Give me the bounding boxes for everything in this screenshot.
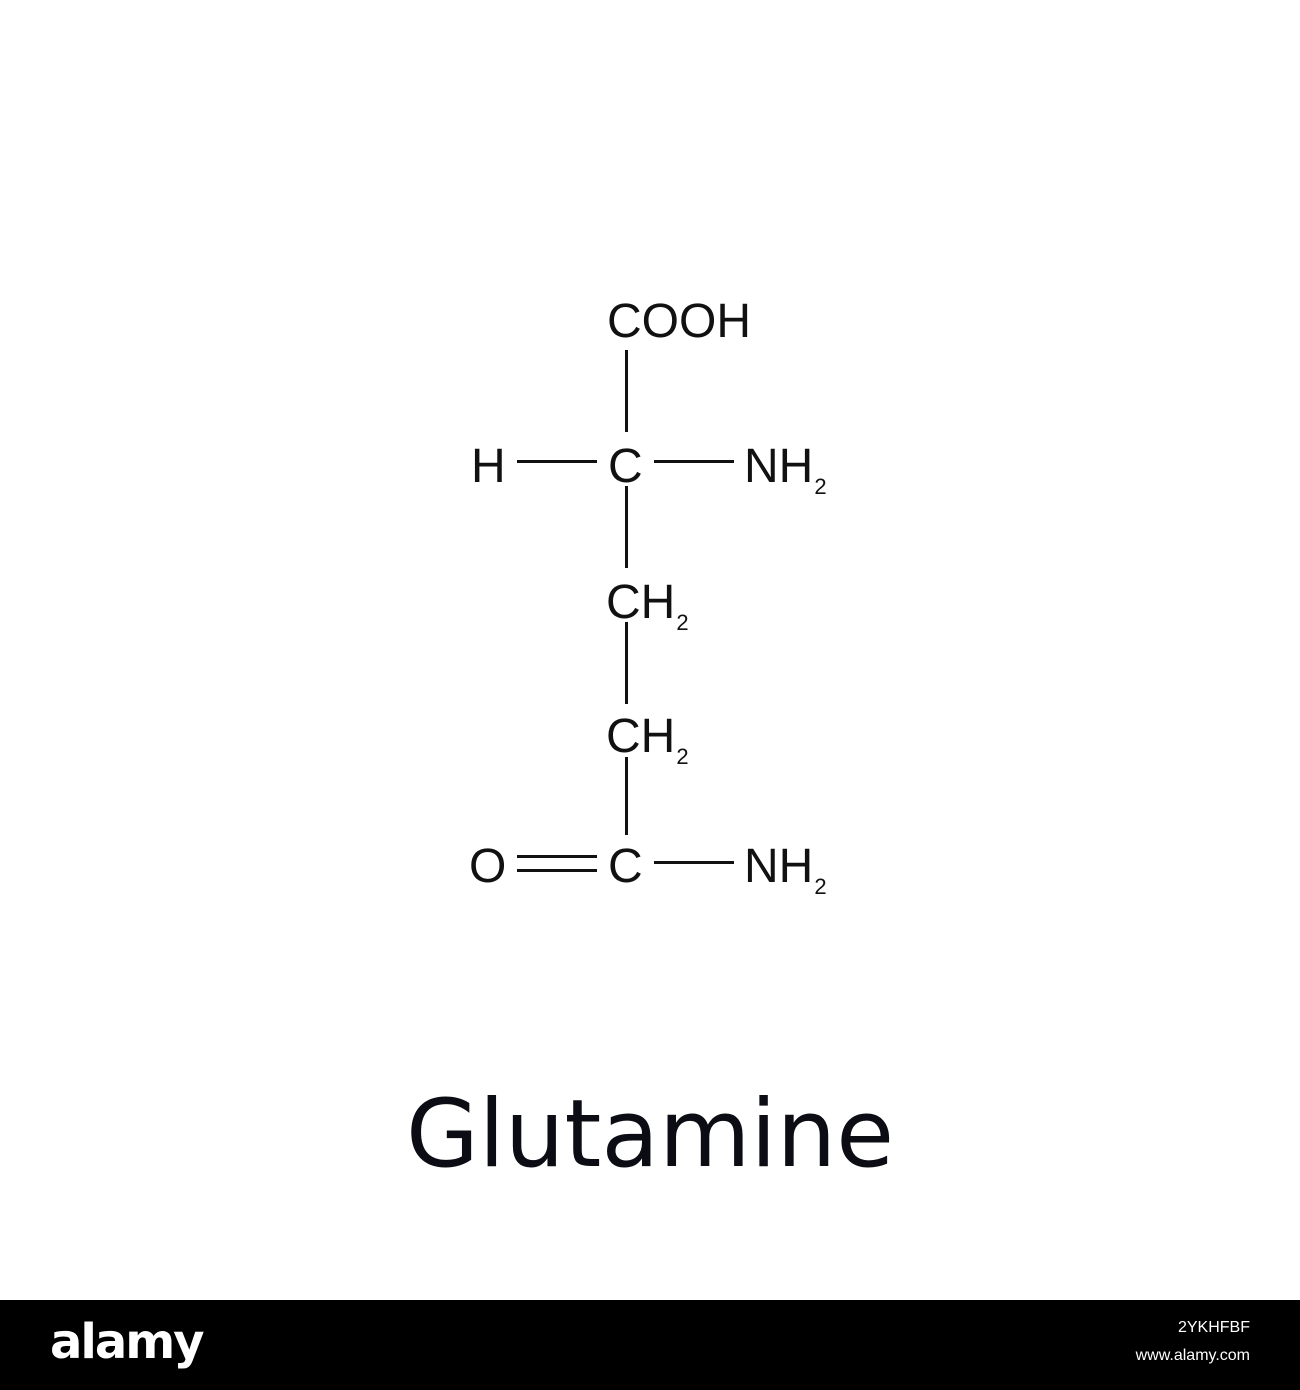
bond-amide-nh2: [654, 861, 734, 864]
bond-beta-gamma: [625, 622, 628, 704]
amide-amino-main: NH: [744, 840, 814, 893]
beta-methylene-main: CH: [606, 576, 676, 629]
alpha-amino-group-label: NH2: [744, 443, 827, 498]
alpha-amino-main: NH: [744, 440, 814, 493]
amide-carbon-label: C: [608, 840, 643, 893]
amide-amino-subscript: 2: [814, 874, 827, 899]
carboxyl-group-label: COOH: [607, 295, 751, 348]
alpha-hydrogen-label: H: [471, 440, 506, 493]
gamma-methylene-subscript: 2: [676, 744, 689, 769]
bond-h-alpha: [517, 460, 597, 463]
bond-alpha-nh2: [654, 460, 734, 463]
molecule-canvas: COOH H C NH2 CH2 CH2 O C NH2 Glutamine: [405, 295, 895, 1189]
beta-methylene-subscript: 2: [676, 610, 689, 635]
alpha-carbon-label: C: [608, 440, 643, 493]
gamma-methylene-main: CH: [606, 710, 676, 763]
site-url-text: www.alamy.com: [1135, 1347, 1250, 1364]
alpha-amino-subscript: 2: [814, 474, 827, 499]
molecule-name-caption: Glutamine: [405, 1080, 895, 1189]
bond-gamma-amide: [625, 757, 628, 835]
carbonyl-oxygen-label: O: [469, 840, 507, 893]
amide-amino-group-label: NH2: [744, 843, 827, 898]
bond-carboxyl-alpha: [625, 350, 628, 432]
beta-methylene-label: CH2: [606, 579, 689, 634]
alamy-logo: alamy: [50, 1314, 205, 1370]
gamma-methylene-label: CH2: [606, 713, 689, 768]
double-bond-line-upper: [517, 855, 597, 858]
watermark-footer-bar: alamy 2YKHFBF www.alamy.com: [0, 1300, 1300, 1390]
image-id-text: 2YKHFBF: [1177, 1319, 1250, 1336]
bond-alpha-beta: [625, 486, 628, 568]
double-bond-line-lower: [517, 869, 597, 872]
